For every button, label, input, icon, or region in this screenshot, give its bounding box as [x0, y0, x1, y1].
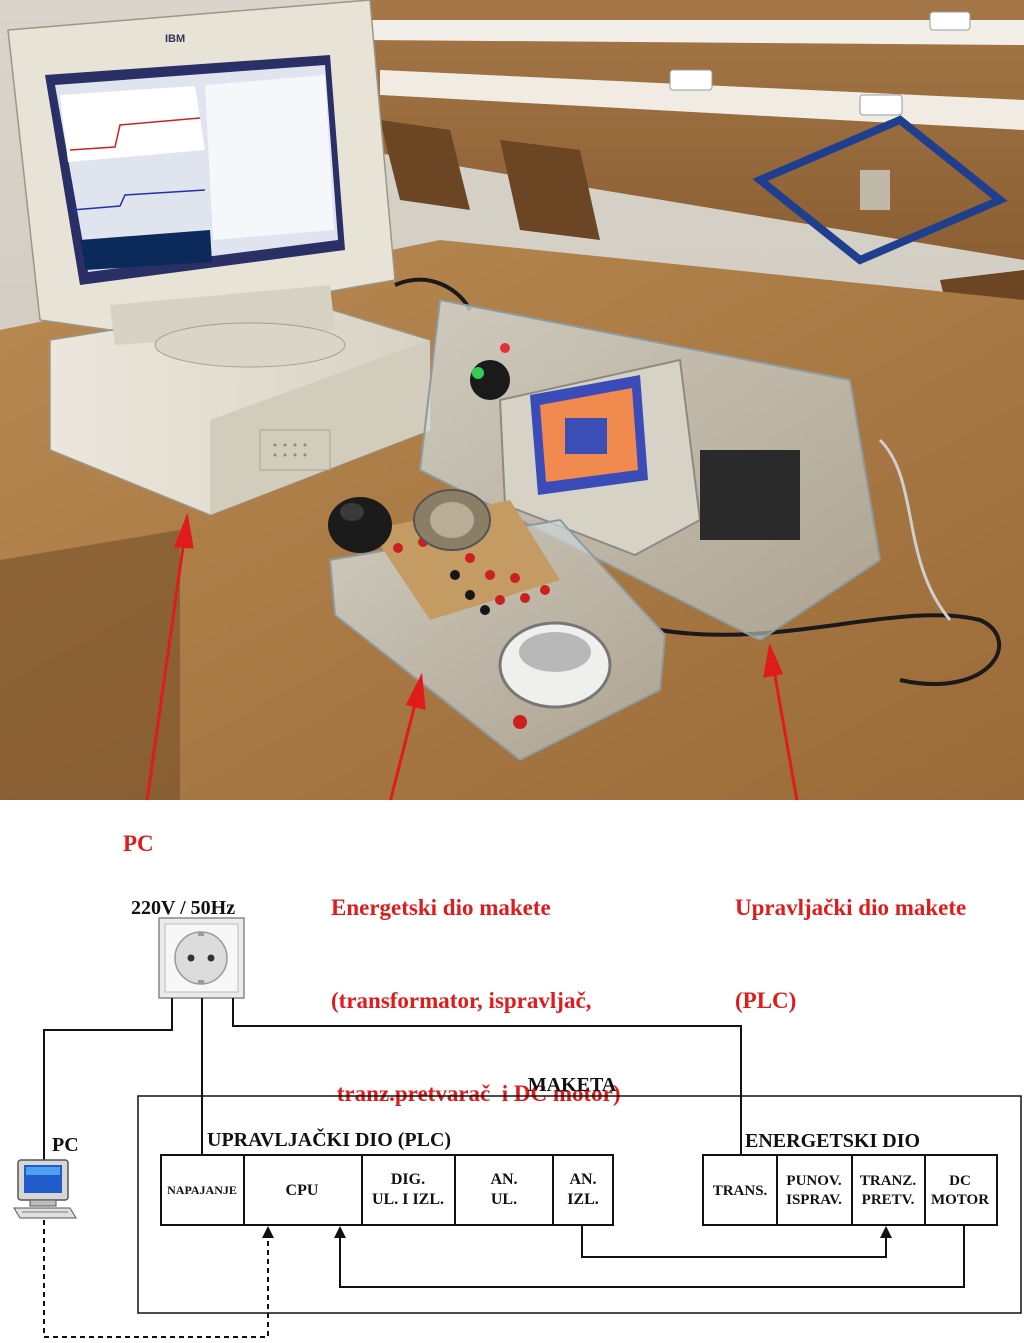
block-tranz-line-2: PRETV.: [862, 1192, 915, 1208]
red-arrows: [145, 512, 799, 800]
block-an-ul-line-1: AN.: [490, 1171, 517, 1188]
control-part-line-1: Upravljački dio makete: [735, 895, 967, 920]
block-tranz-line-1: TRANZ.: [860, 1173, 917, 1189]
block-cpu: CPU: [286, 1182, 319, 1199]
pc-data-link: [43, 1220, 269, 1338]
block-napajanje: NAPAJANJE: [167, 1183, 237, 1197]
block-dc-line-2: MOTOR: [931, 1192, 989, 1208]
maketa-label: MAKETA: [528, 1074, 617, 1096]
monitor-brand: IBM: [165, 33, 185, 45]
power-group-label: ENERGETSKI DIO: [745, 1130, 920, 1152]
control-part-line-2: (PLC): [735, 988, 797, 1013]
control-group-label: UPRAVLJAČKI DIO (PLC): [207, 1127, 451, 1151]
maketa-frame: [137, 1095, 1022, 1314]
power-part-line-3: tranz.pretvarač i DC motor): [331, 1081, 621, 1106]
block-diagram: 220V / 50Hz MAKETA UPRAVLJAČKI DIO (PLC)…: [13, 897, 1022, 1338]
block-punov-line-1: PUNOV.: [786, 1173, 841, 1189]
block-an-izl-line-1: AN.: [569, 1171, 596, 1188]
block-an-izl-line-2: IZL.: [567, 1191, 599, 1208]
block-punov-line-2: ISPRAV.: [786, 1192, 842, 1208]
block-dc-line-1: DC: [949, 1173, 971, 1189]
computer-icon: [13, 1159, 77, 1219]
control-part-label: Upravljački dio makete (PLC): [735, 830, 966, 1047]
power-part-line-2: (transformator, ispravljač,: [331, 988, 592, 1013]
lab-setup-photo: IBM: [0, 0, 1024, 800]
wall-socket-icon: [158, 917, 245, 999]
power-blocks: TRANS. PUNOV. ISPRAV. TRANZ. PRETV. DC M…: [702, 1154, 998, 1226]
block-dig-line-2: UL. I IZL.: [372, 1191, 444, 1208]
arrow-heads: [334, 1226, 892, 1238]
control-blocks: NAPAJANJE CPU DIG. UL. I IZL. AN. UL. AN…: [160, 1154, 614, 1226]
block-trans: TRANS.: [713, 1183, 768, 1199]
power-wiring: [43, 998, 965, 1288]
pc-diagram-label: PC: [52, 1134, 79, 1156]
block-an-ul-line-2: UL.: [491, 1191, 517, 1208]
pc-label: PC: [123, 831, 154, 856]
block-dig-line-1: DIG.: [391, 1171, 425, 1188]
supply-label: 220V / 50Hz: [131, 897, 235, 919]
power-part-line-1: Energetski dio makete: [331, 895, 551, 920]
power-part-label: Energetski dio makete (transformator, is…: [331, 830, 621, 1140]
